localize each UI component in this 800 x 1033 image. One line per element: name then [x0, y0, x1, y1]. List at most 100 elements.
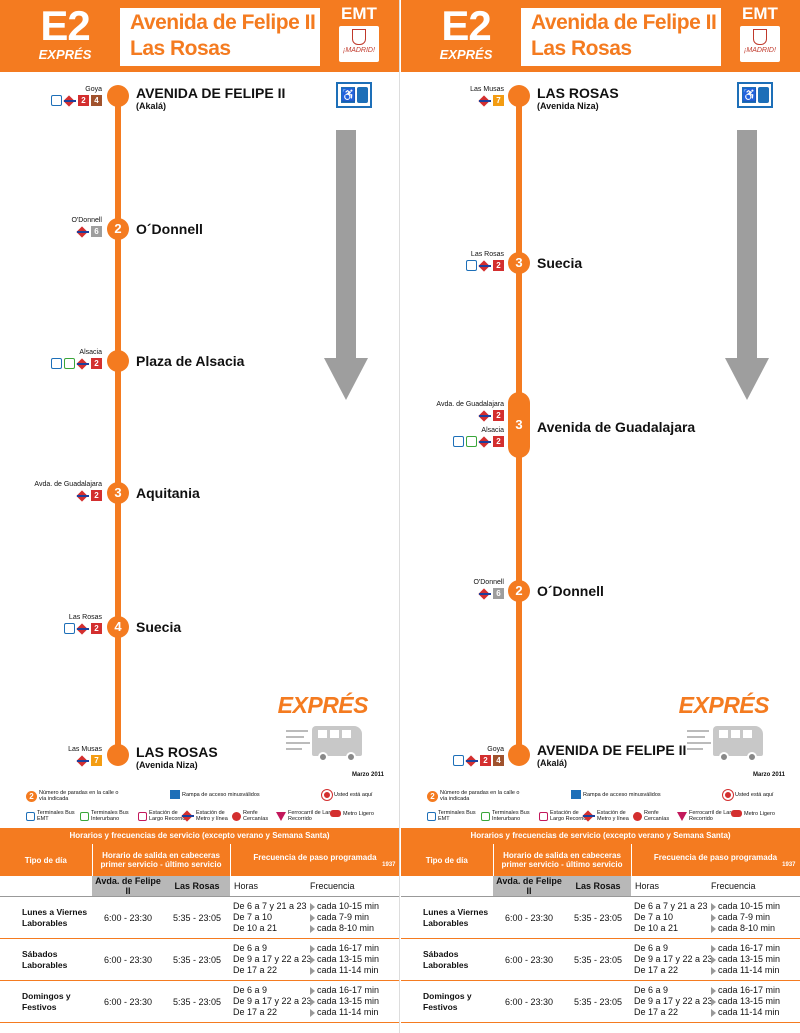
stop-name: Suecia	[537, 255, 583, 271]
madrid-label: ¡MADRID!	[744, 47, 776, 54]
emt-logo: EMT ¡MADRID!	[729, 4, 791, 68]
metro-icon	[479, 261, 491, 271]
you-are-here-icon	[321, 789, 333, 801]
stop-name: Aquitania	[136, 485, 200, 501]
connection: Las Musas 7	[68, 745, 102, 766]
year-note: 1937	[382, 861, 396, 868]
metro-icon	[77, 624, 89, 634]
renfe-icon	[633, 811, 642, 821]
schedule-table: Horarios y frecuencias de servicio (exce…	[401, 828, 800, 1023]
legend-long-distance: Estación de Largo Recorrido	[539, 810, 590, 822]
metro-line: 2	[493, 436, 504, 447]
legend-ramp: Rampa de acceso minusválidos	[571, 790, 661, 799]
wheelchair-icon	[571, 790, 581, 799]
wheelchair-bus-icon: ♿	[336, 82, 372, 108]
header: E2 EXPRÉS Avenida de Felipe II Las Rosas…	[401, 0, 800, 72]
metro-line: 7	[91, 755, 102, 766]
madrid-label: ¡MADRID!	[343, 47, 375, 54]
route-sheet-return: E2 EXPRÉS Avenida de Felipe II Las Rosas…	[401, 0, 800, 1033]
legend-renfe: Renfe Cercanías	[633, 810, 680, 822]
stop-marker	[107, 350, 129, 372]
col-frec: Frecuencia	[711, 876, 800, 897]
connection-name: O'Donnell	[473, 579, 504, 586]
expres-logo: EXPRÉS	[659, 692, 770, 772]
connection: O'Donnell 6	[71, 216, 102, 237]
col-horas: Horas	[230, 876, 310, 897]
route-destination: Las Rosas	[130, 37, 231, 60]
metro-icon	[583, 811, 595, 821]
metro-icon	[77, 359, 89, 369]
metro-icon	[77, 756, 89, 766]
bus-terminal-icon	[51, 358, 62, 369]
expres-logo-text: EXPRÉS	[678, 692, 770, 718]
legend-terminal-emt: Terminales Bus EMT	[26, 810, 77, 822]
legend-rail-long: Ferrocarril de Largo Recorrido	[677, 810, 739, 822]
rail-icon	[677, 811, 687, 821]
legend-ramp: Rampa de acceso minusválidos	[170, 790, 260, 799]
metro-icon	[77, 227, 89, 237]
col-salida: Horario de salida en cabeceras primer se…	[493, 844, 632, 876]
legend-metro: Estación de Metro y línea	[583, 810, 635, 822]
crest-icon	[753, 29, 767, 45]
rail-icon	[276, 811, 286, 821]
schedule-title: Horarios y frecuencias de servicio (exce…	[401, 828, 800, 844]
connection-name: Las Rosas	[68, 614, 102, 621]
connection: Alsacia 2	[453, 426, 504, 447]
stop-name: LAS ROSAS	[537, 85, 619, 101]
metro-line: 2	[91, 490, 102, 501]
metro-icon	[466, 756, 478, 766]
stop-name: O´Donnell	[136, 221, 203, 237]
stop-marker: 4	[107, 616, 129, 638]
metro-line: 2	[493, 260, 504, 271]
stop-sub: (Avenida Niza)	[136, 760, 198, 770]
madrid-logo: ¡MADRID!	[740, 26, 780, 62]
stop-marker: 3	[107, 482, 129, 504]
metro-icon	[479, 96, 491, 106]
renfe-icon	[232, 811, 241, 821]
connection: Avda. de Guadalajara 2	[436, 400, 504, 421]
down-arrow-icon	[324, 130, 368, 400]
legend-terminal-inter: Terminales Bus Interurbano	[80, 810, 141, 822]
bus-terminal-icon	[427, 811, 436, 821]
metro-line: 4	[493, 755, 504, 766]
schedule-table: Horarios y frecuencias de servicio (exce…	[0, 828, 399, 1023]
metro-line: 4	[91, 95, 102, 106]
metro-icon	[182, 811, 194, 821]
stop-name: LAS ROSAS	[136, 744, 218, 760]
crest-icon	[352, 29, 366, 45]
stop-marker	[107, 744, 129, 766]
legend-you-are-here: Usted está aquí	[321, 789, 373, 801]
line-code: E2	[40, 2, 90, 49]
expres-logo-text: EXPRÉS	[277, 692, 369, 718]
connection: Avda. de Guadalajara 2	[34, 480, 102, 501]
expres-logo: EXPRÉS	[258, 692, 369, 772]
connection-name: Goya	[487, 746, 504, 753]
legend-terminal-inter: Terminales Bus Interurbano	[481, 810, 542, 822]
date-note: Marzo 2011	[753, 772, 786, 778]
line-tag: EXPRÉS	[439, 47, 493, 62]
stop-name: Suecia	[136, 619, 182, 635]
bus-terminal-icon	[51, 95, 62, 106]
col-term-b: Las Rosas	[565, 876, 631, 897]
metro-line: 6	[493, 588, 504, 599]
bus-terminal-icon	[453, 436, 464, 447]
metro-icon	[479, 437, 491, 447]
stop-sub: (Avenida Niza)	[537, 101, 599, 111]
line-code: E2	[441, 2, 491, 49]
route-destination: Las Rosas	[531, 37, 632, 60]
legend-renfe: Renfe Cercanías	[232, 810, 279, 822]
line-tag: EXPRÉS	[38, 47, 92, 62]
bus-icon	[286, 722, 364, 766]
connection-name: Avda. de Guadalajara	[34, 481, 102, 488]
legend-you-are-here: Usted está aquí	[722, 789, 774, 801]
legend-metro-ligero: Metro Ligero	[731, 810, 775, 817]
route-sheet-outbound: E2 EXPRÉS Avenida de Felipe II Las Rosas…	[0, 0, 400, 1033]
